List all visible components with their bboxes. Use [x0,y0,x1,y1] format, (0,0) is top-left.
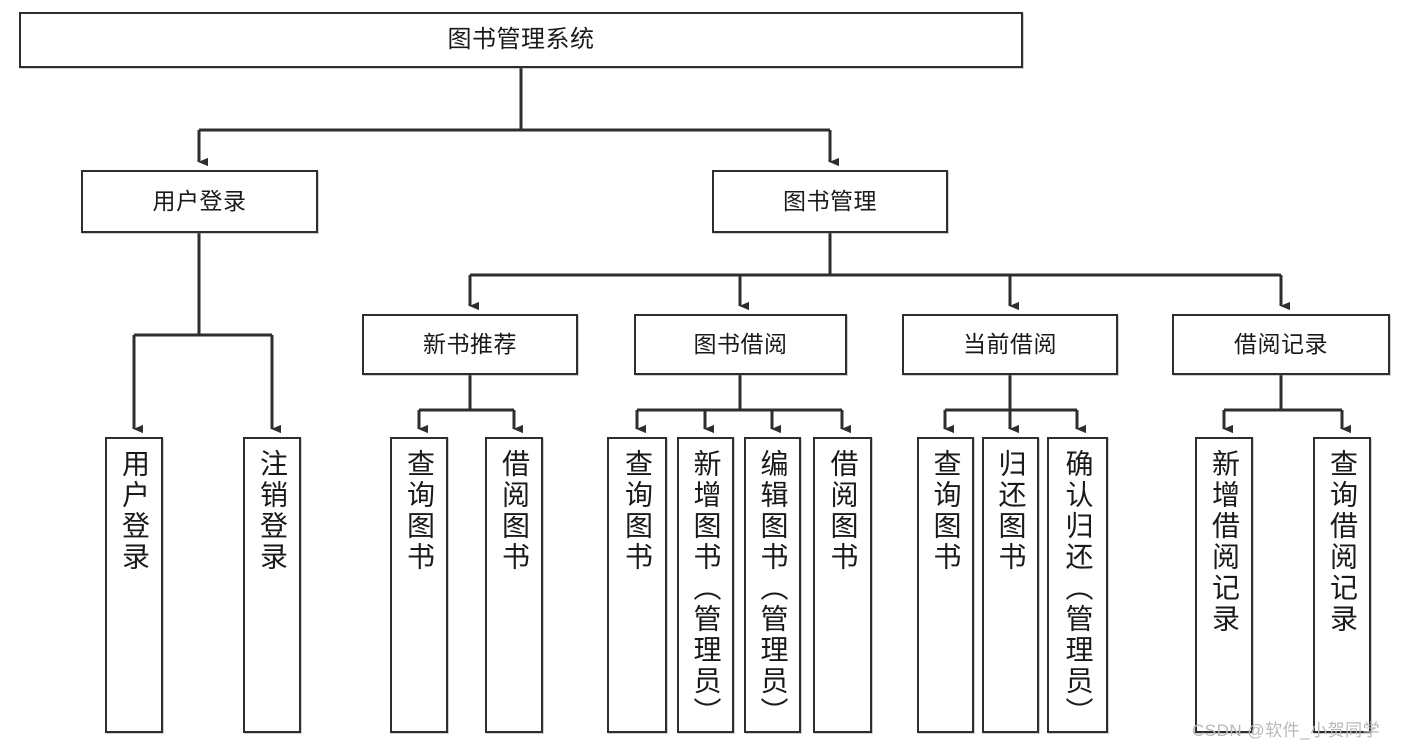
node-leaf-borrow-book-recommend-label: 借阅图书 [499,449,530,573]
node-leaf-user-login[interactable]: 用户登录 [105,437,163,733]
node-leaf-edit-book-admin-label: 编辑图书（管理员） [757,449,789,728]
node-book-borrow-label: 图书借阅 [693,331,788,358]
node-leaf-edit-book-admin[interactable]: 编辑图书（管理员） [744,437,801,733]
node-borrow-record-label: 借阅记录 [1234,331,1328,358]
node-leaf-query-borrow-record-label: 查询借阅记录 [1327,449,1358,635]
node-leaf-add-book-admin-label: 新增图书（管理员） [690,449,722,728]
node-leaf-borrow-book-label: 借阅图书 [827,449,859,573]
node-book-management-label: 图书管理 [783,188,877,215]
node-leaf-query-book-recommend[interactable]: 查询图书 [390,437,448,733]
node-new-book-recommend[interactable]: 新书推荐 [362,314,578,375]
node-user-login[interactable]: 用户登录 [81,170,318,233]
node-current-borrow[interactable]: 当前借阅 [902,314,1118,375]
node-leaf-return-book[interactable]: 归还图书 [982,437,1039,733]
node-leaf-add-book-admin[interactable]: 新增图书（管理员） [677,437,734,733]
node-new-book-recommend-label: 新书推荐 [423,331,517,358]
node-leaf-return-book-label: 归还图书 [995,449,1027,573]
node-leaf-query-book-current-label: 查询图书 [930,449,962,573]
node-leaf-query-book-borrow-label: 查询图书 [622,449,653,573]
csdn-watermark: CSDN @软件_小贺同学 [1192,721,1381,740]
node-leaf-user-login-label: 用户登录 [119,449,150,573]
node-leaf-user-logout-label: 注销登录 [257,449,288,573]
node-leaf-confirm-return-admin[interactable]: 确认归还（管理员） [1047,437,1108,733]
node-book-management[interactable]: 图书管理 [712,170,948,233]
node-borrow-record[interactable]: 借阅记录 [1172,314,1390,375]
node-leaf-query-book-current[interactable]: 查询图书 [917,437,974,733]
node-leaf-borrow-book[interactable]: 借阅图书 [813,437,872,733]
node-leaf-query-book-borrow[interactable]: 查询图书 [607,437,667,733]
node-leaf-confirm-return-admin-label: 确认归还（管理员） [1062,449,1094,728]
node-leaf-add-borrow-record[interactable]: 新增借阅记录 [1195,437,1253,733]
node-root[interactable]: 图书管理系统 [19,12,1023,68]
node-root-label: 图书管理系统 [447,26,595,54]
node-book-borrow[interactable]: 图书借阅 [634,314,847,375]
node-leaf-borrow-book-recommend[interactable]: 借阅图书 [485,437,543,733]
node-leaf-user-logout[interactable]: 注销登录 [243,437,301,733]
node-leaf-query-borrow-record[interactable]: 查询借阅记录 [1313,437,1371,733]
node-current-borrow-label: 当前借阅 [963,331,1057,358]
node-leaf-add-borrow-record-label: 新增借阅记录 [1209,449,1240,635]
node-leaf-query-book-recommend-label: 查询图书 [404,449,435,573]
node-user-login-label: 用户登录 [152,188,247,215]
